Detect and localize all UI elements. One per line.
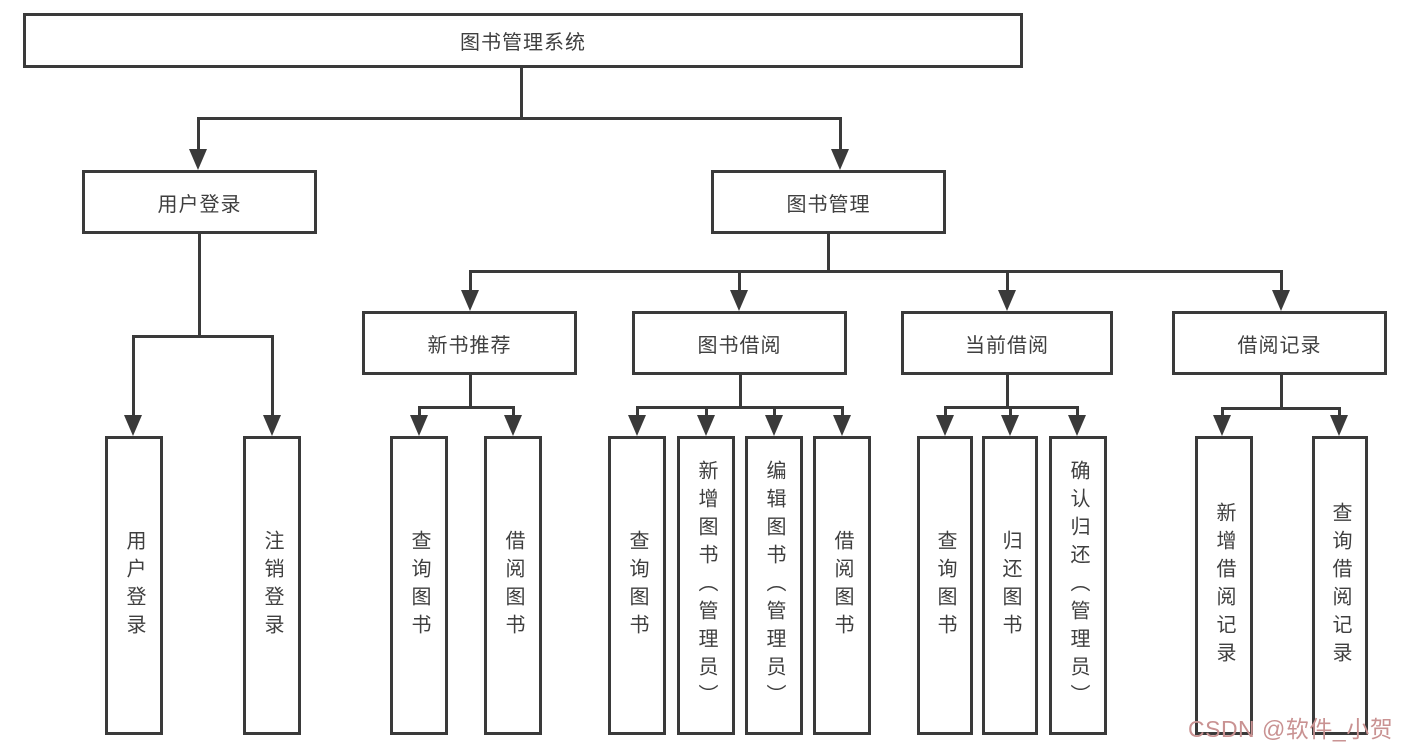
leaf-query-borrow-record-label: 查询借阅记录	[1329, 501, 1351, 670]
connector-vline	[520, 68, 523, 120]
connector-vline	[1009, 406, 1012, 417]
connector-vline	[469, 375, 472, 408]
arrow-down-icon	[504, 415, 522, 436]
arrow-down-icon	[831, 149, 849, 170]
arrow-down-icon	[1213, 415, 1231, 436]
arrow-down-icon	[730, 290, 748, 311]
connector-hline	[132, 335, 273, 338]
leaf-query-books-borrowing-label: 查询图书	[626, 529, 648, 642]
leaf-return-book: 归还图书	[982, 436, 1038, 735]
leaf-add-book-admin-label: 新增图书（管理员）	[695, 459, 717, 712]
leaf-query-books-current-label: 查询图书	[934, 529, 956, 642]
arrow-down-icon	[936, 415, 954, 436]
watermark: CSDN @软件_小贺同学	[1188, 716, 1394, 742]
connector-vline	[841, 406, 844, 417]
leaf-borrow-books-recommend-label: 借阅图书	[502, 529, 524, 642]
connector-vline	[944, 406, 947, 417]
connector-vline	[1338, 407, 1341, 417]
leaf-borrow-books-recommend: 借阅图书	[484, 436, 542, 735]
leaf-borrow-books-borrowing: 借阅图书	[813, 436, 871, 735]
leaf-query-books-borrowing: 查询图书	[608, 436, 666, 735]
leaf-edit-book-admin: 编辑图书（管理员）	[745, 436, 803, 735]
arrow-down-icon	[833, 415, 851, 436]
node-book-borrowing-label: 图书借阅	[697, 334, 782, 357]
connector-vline	[512, 406, 515, 417]
arrow-down-icon	[998, 290, 1016, 311]
node-current-borrowing: 当前借阅	[901, 311, 1113, 375]
connector-vline	[1280, 375, 1283, 409]
arrow-down-icon	[124, 415, 142, 436]
connector-vline	[271, 335, 274, 417]
connector-vline	[1280, 270, 1283, 292]
arrow-down-icon	[189, 149, 207, 170]
connector-vline	[132, 335, 135, 417]
leaf-add-borrow-record-label: 新增借阅记录	[1213, 501, 1235, 670]
arrow-down-icon	[1001, 415, 1019, 436]
connector-vline	[705, 406, 708, 417]
arrow-down-icon	[697, 415, 715, 436]
connector-vline	[1076, 406, 1079, 417]
connector-vline	[839, 117, 842, 151]
leaf-user-login-label: 用户登录	[123, 529, 145, 642]
connector-vline	[1006, 375, 1009, 408]
node-book-management: 图书管理	[711, 170, 946, 234]
arrow-down-icon	[1272, 290, 1290, 311]
connector-vline	[1006, 270, 1009, 292]
connector-hline	[1221, 407, 1341, 410]
connector-vline	[197, 117, 200, 151]
node-book-management-label: 图书管理	[786, 193, 871, 216]
leaf-add-borrow-record: 新增借阅记录	[1195, 436, 1253, 735]
node-root-label: 图书管理系统	[460, 32, 586, 54]
leaf-user-login: 用户登录	[105, 436, 163, 735]
node-borrowing-records: 借阅记录	[1172, 311, 1387, 375]
node-root: 图书管理系统	[23, 13, 1023, 68]
node-new-book-recommend: 新书推荐	[362, 311, 577, 375]
connector-vline	[636, 406, 639, 417]
leaf-add-book-admin: 新增图书（管理员）	[677, 436, 735, 735]
leaf-query-books-current: 查询图书	[917, 436, 973, 735]
node-current-borrowing-label: 当前借阅	[965, 334, 1049, 357]
leaf-edit-book-admin-label: 编辑图书（管理员）	[763, 459, 785, 712]
arrow-down-icon	[263, 415, 281, 436]
arrow-down-icon	[461, 290, 479, 311]
node-book-borrowing: 图书借阅	[632, 311, 847, 375]
leaf-borrow-books-borrowing-label: 借阅图书	[831, 529, 853, 642]
leaf-query-books-recommend: 查询图书	[390, 436, 448, 735]
connector-vline	[773, 406, 776, 417]
connector-hline	[469, 270, 1282, 273]
node-borrowing-records-label: 借阅记录	[1237, 334, 1322, 357]
arrow-down-icon	[765, 415, 783, 436]
connector-hline	[418, 406, 514, 409]
leaf-query-borrow-record: 查询借阅记录	[1312, 436, 1368, 735]
connector-vline	[198, 234, 201, 337]
connector-vline	[1221, 407, 1224, 417]
connector-vline	[469, 270, 472, 292]
leaf-confirm-return-admin: 确认归还（管理员）	[1049, 436, 1107, 735]
leaf-confirm-return-admin-label: 确认归还（管理员）	[1067, 459, 1089, 712]
connector-vline	[739, 375, 742, 408]
arrow-down-icon	[410, 415, 428, 436]
leaf-logout-label: 注销登录	[261, 529, 283, 642]
arrow-down-icon	[628, 415, 646, 436]
node-user-login: 用户登录	[82, 170, 317, 234]
leaf-logout: 注销登录	[243, 436, 301, 735]
connector-vline	[418, 406, 421, 417]
node-user-login-label: 用户登录	[157, 193, 242, 216]
arrow-down-icon	[1330, 415, 1348, 436]
connector-vline	[738, 270, 741, 292]
connector-vline	[827, 234, 830, 272]
connector-hline	[197, 117, 842, 120]
leaf-query-books-recommend-label: 查询图书	[408, 529, 430, 642]
node-new-book-recommend-label: 新书推荐	[427, 334, 512, 357]
leaf-return-book-label: 归还图书	[999, 529, 1021, 642]
arrow-down-icon	[1068, 415, 1086, 436]
connector-hline	[636, 406, 844, 409]
